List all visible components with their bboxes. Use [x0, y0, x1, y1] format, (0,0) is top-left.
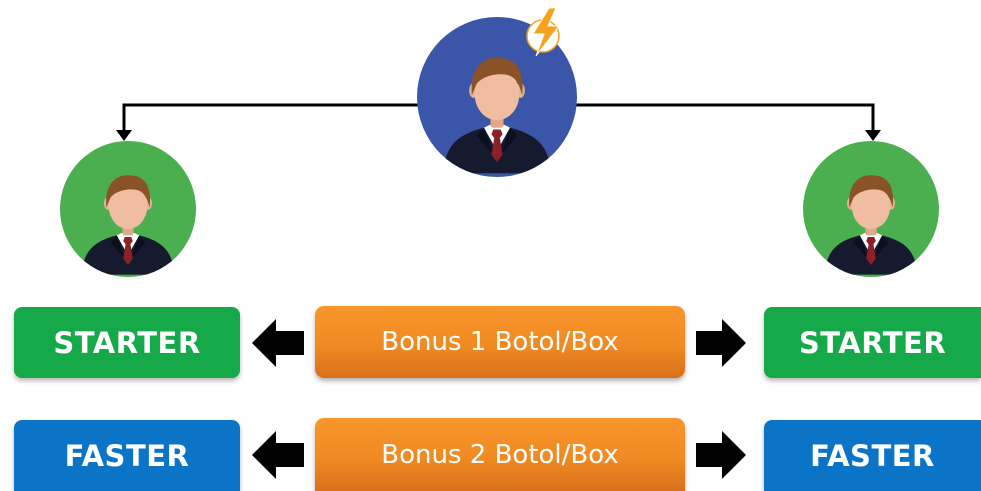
starter-box-right: STARTER	[764, 307, 981, 378]
lightning-bolt-icon	[526, 7, 561, 57]
connector-arrowhead-right	[865, 130, 881, 141]
bonus-label: Bonus 1 Botol/Box	[381, 327, 619, 357]
top-avatar	[417, 17, 577, 177]
faster-label: FASTER	[810, 438, 935, 473]
arrow-right-icon	[696, 319, 746, 367]
bonus-box-1: Bonus 1 Botol/Box	[315, 306, 685, 378]
connector-line-right	[576, 103, 875, 132]
faster-box-right: FASTER	[764, 420, 981, 491]
bonus-box-2: Bonus 2 Botol/Box	[315, 418, 685, 491]
arrow-left-icon	[252, 431, 304, 479]
arrow-left-icon	[252, 319, 304, 367]
arrow-right-icon	[696, 431, 746, 479]
starter-box-left: STARTER	[14, 307, 240, 378]
faster-label: FASTER	[64, 438, 190, 473]
connector-line-left	[122, 103, 420, 132]
starter-label: STARTER	[798, 325, 947, 360]
child-avatar-right	[803, 141, 939, 277]
child-avatar-left	[60, 141, 196, 277]
starter-label: STARTER	[53, 325, 201, 360]
bonus-label: Bonus 2 Botol/Box	[381, 439, 619, 470]
faster-box-left: FASTER	[14, 420, 240, 491]
connector-arrowhead-left	[116, 130, 132, 141]
